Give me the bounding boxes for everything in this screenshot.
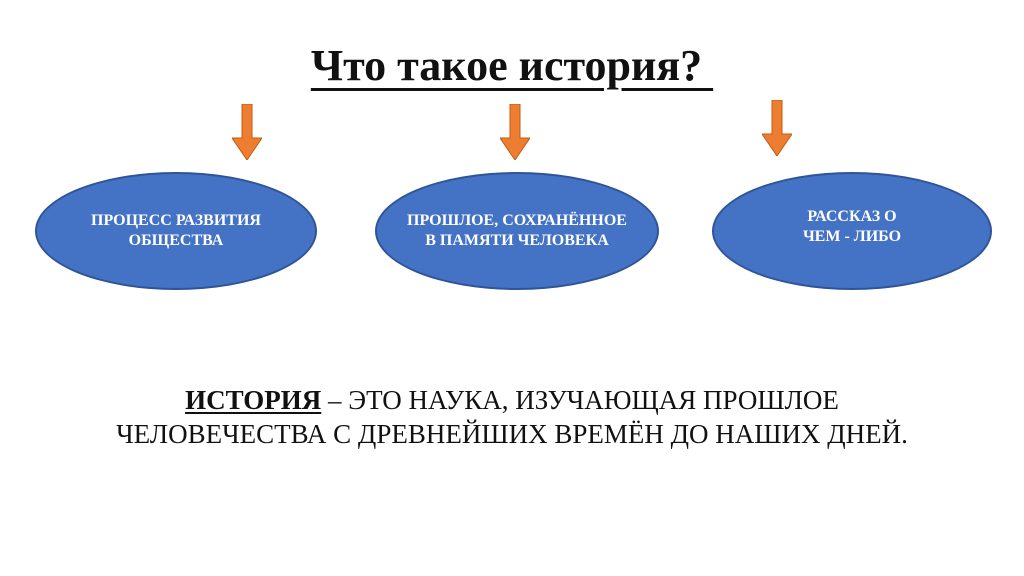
slide-title: Что такое история? [0, 40, 1024, 93]
down-arrow-icon [500, 104, 530, 160]
ellipse-label: ПРОШЛОЕ, СОХРАНЁННОЕ В ПАМЯТИ ЧЕЛОВЕКА [407, 212, 627, 249]
history-definition: ИСТОРИЯ – ЭТО НАУКА, ИЗУЧАЮЩАЯ ПРОШЛОЕ Ч… [100, 384, 924, 452]
ellipse-past-in-memory: ПРОШЛОЕ, СОХРАНЁННОЕ В ПАМЯТИ ЧЕЛОВЕКА [375, 172, 659, 290]
ellipse-society-development: ПРОЦЕСС РАЗВИТИЯ ОБЩЕСТВА [35, 172, 317, 290]
definition-text: – ЭТО НАУКА, ИЗУЧАЮЩАЯ ПРОШЛОЕ ЧЕЛОВЕЧЕС… [116, 385, 908, 449]
ellipse-story-about: РАССКАЗ О ЧЕМ - ЛИБО [712, 172, 992, 290]
down-arrow-icon [232, 104, 262, 160]
down-arrow-icon [762, 100, 792, 156]
definition-term: ИСТОРИЯ [185, 385, 322, 415]
ellipse-label: РАССКАЗ О ЧЕМ - ЛИБО [802, 208, 902, 245]
slide-title-text: Что такое история? [310, 41, 714, 90]
ellipse-label: ПРОЦЕСС РАЗВИТИЯ ОБЩЕСТВА [91, 212, 261, 249]
